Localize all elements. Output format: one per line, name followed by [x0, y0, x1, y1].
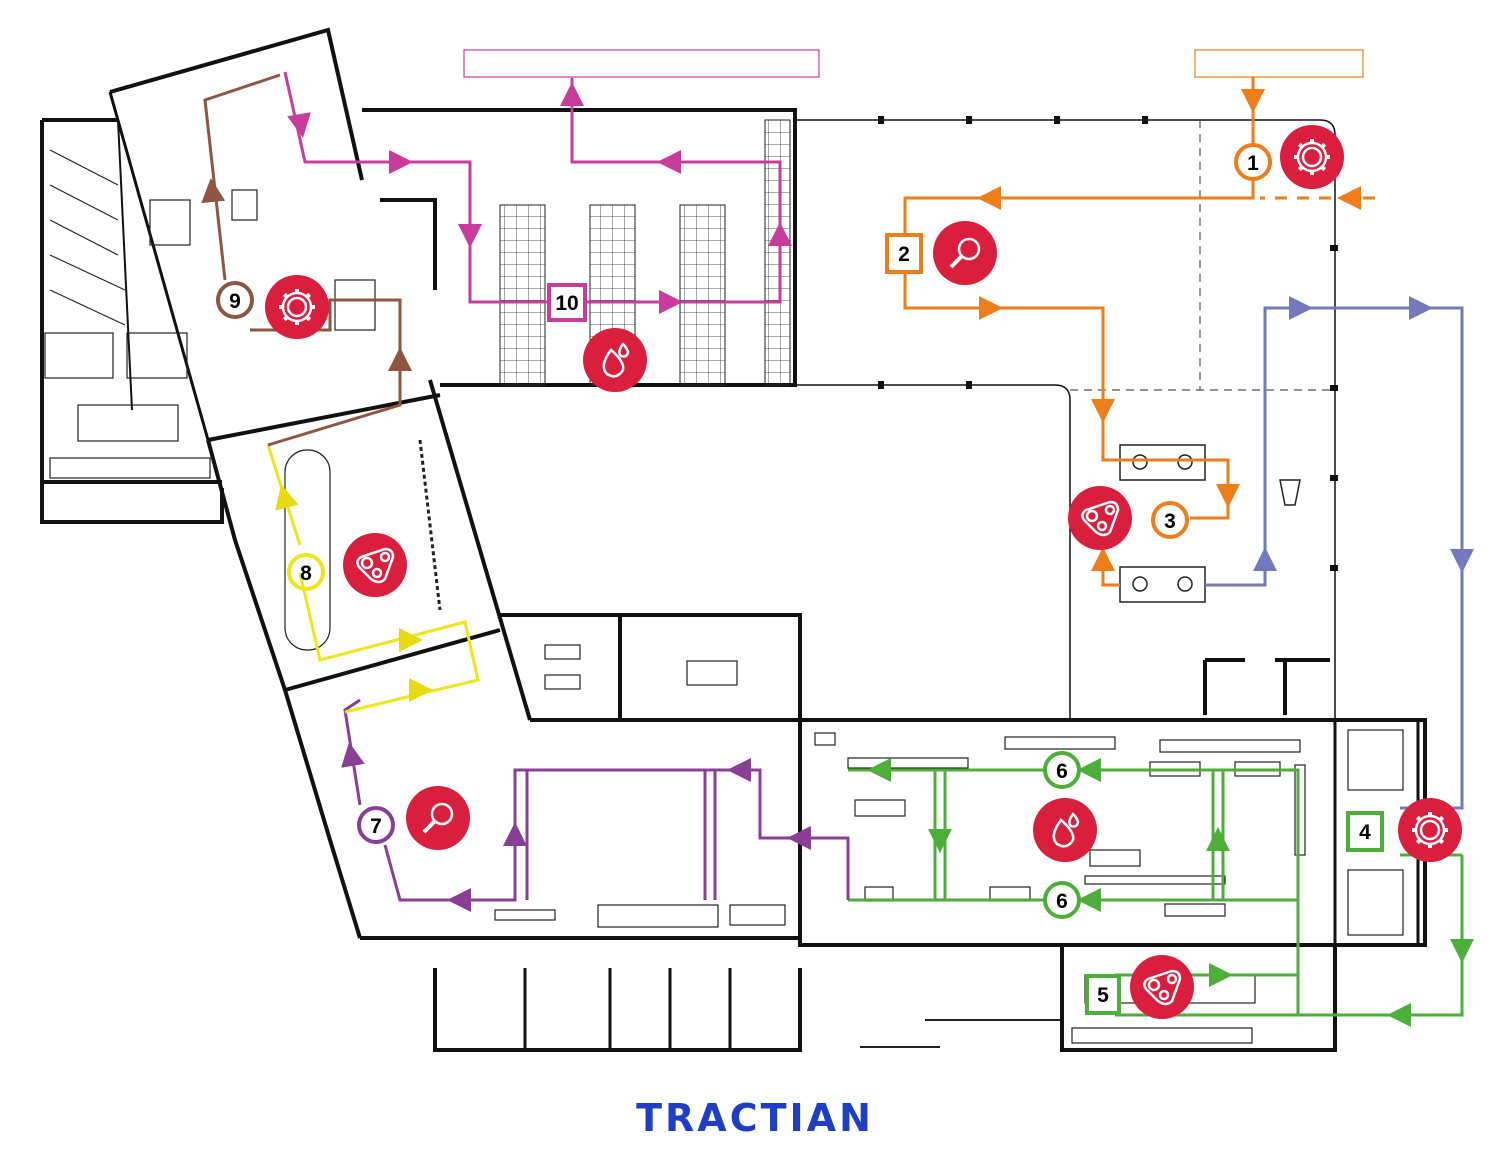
- drops-icon: [583, 328, 647, 392]
- station-label: 5: [1097, 984, 1109, 1007]
- pink-label-box: [463, 49, 820, 78]
- storage-racks: [499, 119, 791, 386]
- purple-flow: [341, 698, 850, 912]
- station-label: 6: [1056, 760, 1068, 783]
- belt-drive-icon: [1068, 486, 1132, 550]
- drops-icon: [1033, 798, 1097, 862]
- station-label: 9: [229, 290, 241, 313]
- orange-area-machines: [1119, 444, 1301, 603]
- magnifier-icon: [933, 221, 997, 285]
- floor-marks: [860, 1019, 1060, 1048]
- station-3[interactable]: 3: [1151, 501, 1189, 539]
- station-9[interactable]: 9: [216, 281, 254, 319]
- columns: [878, 116, 1338, 571]
- station-label: 7: [370, 815, 382, 838]
- station-label: 2: [898, 243, 910, 266]
- orange-label-box: [1194, 49, 1364, 78]
- tractian-logo: TRACTIAN: [636, 1096, 874, 1140]
- station-5[interactable]: 5: [1085, 974, 1121, 1015]
- pink-flow: [283, 71, 792, 314]
- station-label: 4: [1359, 821, 1371, 844]
- production-equipment: [494, 644, 1404, 1044]
- gear-icon: [1280, 125, 1344, 189]
- brown-flow: [201, 73, 412, 447]
- station-4[interactable]: 4: [1346, 811, 1384, 852]
- station-10[interactable]: 10: [547, 283, 587, 322]
- belt-drive-icon: [1130, 955, 1194, 1019]
- station-label: 1: [1247, 152, 1259, 175]
- station-7[interactable]: 7: [357, 806, 395, 844]
- orange-flow: [903, 77, 1375, 587]
- station-label: 10: [555, 292, 578, 315]
- station-label: 8: [300, 562, 312, 585]
- station-1[interactable]: 1: [1234, 143, 1272, 181]
- gear-icon: [265, 275, 329, 339]
- corridor-equipment: [149, 189, 442, 651]
- station-6-top[interactable]: 6: [1043, 751, 1081, 789]
- station-label: 3: [1164, 510, 1176, 533]
- station-8[interactable]: 8: [287, 553, 325, 591]
- magnifier-icon: [406, 786, 470, 850]
- belt-drive-icon: [343, 533, 407, 597]
- building-walls: [40, 27, 1427, 1052]
- station-2[interactable]: 2: [885, 233, 923, 274]
- yellow-flow: [266, 444, 480, 714]
- left-wing-furniture: [44, 149, 211, 479]
- station-6-bottom[interactable]: 6: [1043, 881, 1081, 919]
- gear-icon: [1398, 798, 1462, 862]
- station-label: 6: [1056, 890, 1068, 913]
